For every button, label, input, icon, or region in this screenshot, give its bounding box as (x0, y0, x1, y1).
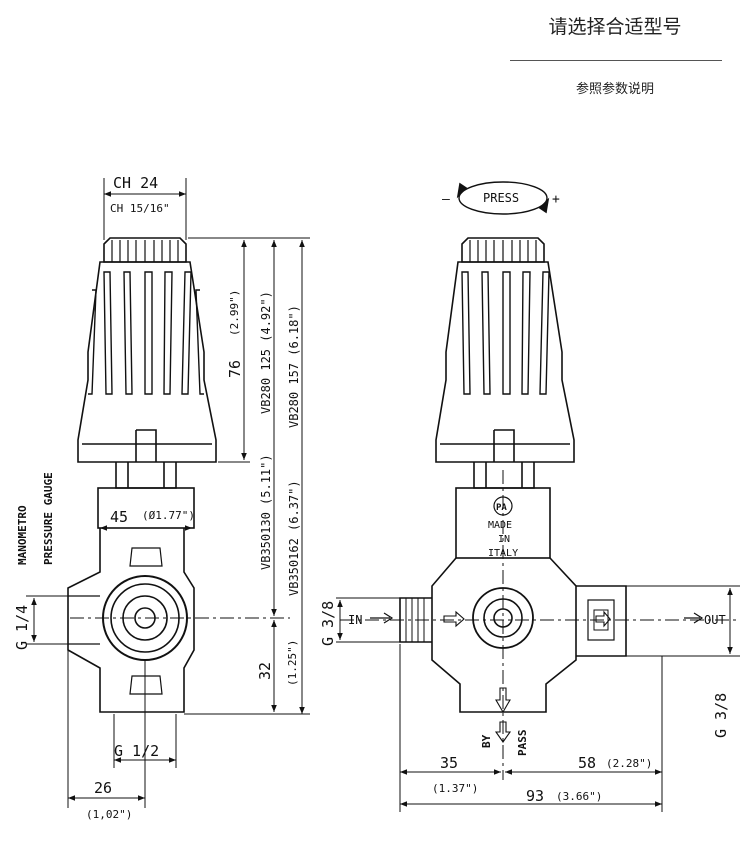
label-dim-76-in: (2.99") (228, 290, 241, 336)
label-out: OUT (704, 613, 726, 627)
outlet-port (576, 585, 627, 657)
right-view (399, 181, 627, 743)
label-dim-45: 45 (110, 508, 128, 526)
left-view (67, 237, 217, 713)
press-arrow-ellipse (458, 181, 548, 215)
left-knob-body (77, 261, 217, 463)
label-italy: ITALY (488, 548, 518, 559)
label-g12: G 1/2 (114, 742, 159, 760)
label-vb280-157: VB280 157 (6.18") (287, 305, 301, 428)
label-dim-26-in: (1,02") (86, 808, 132, 821)
label-made: MADE (488, 520, 512, 531)
label-minus: – (442, 192, 450, 207)
label-dim-58: 58 (578, 754, 596, 772)
title-divider (510, 60, 722, 61)
left-stem (115, 462, 177, 489)
label-dim-58-in: (2.28") (606, 757, 652, 770)
label-press: PRESS (483, 191, 519, 205)
label-dim-45-in: (Ø1.77") (142, 509, 195, 522)
right-main-body (431, 557, 577, 713)
right-dimensions (336, 470, 740, 812)
label-dim-26: 26 (94, 779, 112, 797)
label-g14: G 1/4 (13, 605, 31, 650)
page-title: 请选择合适型号 (548, 16, 682, 38)
label-g38-right: G 3/8 (712, 693, 730, 738)
label-ch-mm: CH 24 (113, 174, 158, 192)
label-dim-93: 93 (526, 787, 544, 805)
right-labels: – PRESS + PA MADE IN ITALY G 3/8 IN OUT … (319, 191, 730, 805)
label-in: IN (348, 613, 362, 627)
page-subtitle: 参照参数说明 (575, 82, 654, 97)
label-manometro: MANOMETRO (16, 505, 29, 565)
left-labels: CH 24 CH 15/16" MANOMETRO PRESSURE GAUGE… (13, 174, 301, 821)
label-in-word: IN (498, 534, 510, 545)
label-dim-32: 32 (256, 662, 274, 680)
right-knob-body (435, 261, 575, 463)
label-pass: PASS (516, 730, 529, 757)
left-dimensions (26, 178, 310, 808)
label-dim-93-in: (3.66") (556, 790, 602, 803)
label-ch-in: CH 15/16" (110, 202, 170, 215)
label-dim-32-in: (1.25") (286, 640, 299, 686)
label-vb280-125: VB280 125 (4.92") (259, 291, 273, 414)
label-dim-35: 35 (440, 754, 458, 772)
label-pressure-gauge: PRESSURE GAUGE (42, 472, 55, 565)
label-dim-35-in: (1.37") (432, 782, 478, 795)
label-vb350-130: VB350130 (5.11") (259, 454, 273, 570)
label-dim-76: 76 (226, 360, 244, 378)
label-plus: + (552, 192, 560, 207)
left-main-body (67, 528, 195, 713)
label-by: BY (480, 734, 493, 748)
label-vb350-162: VB350162 (6.37") (287, 480, 301, 596)
label-g38-left: G 3/8 (319, 601, 337, 646)
pa-logo-text: PA (496, 503, 507, 513)
right-stem (473, 462, 535, 489)
